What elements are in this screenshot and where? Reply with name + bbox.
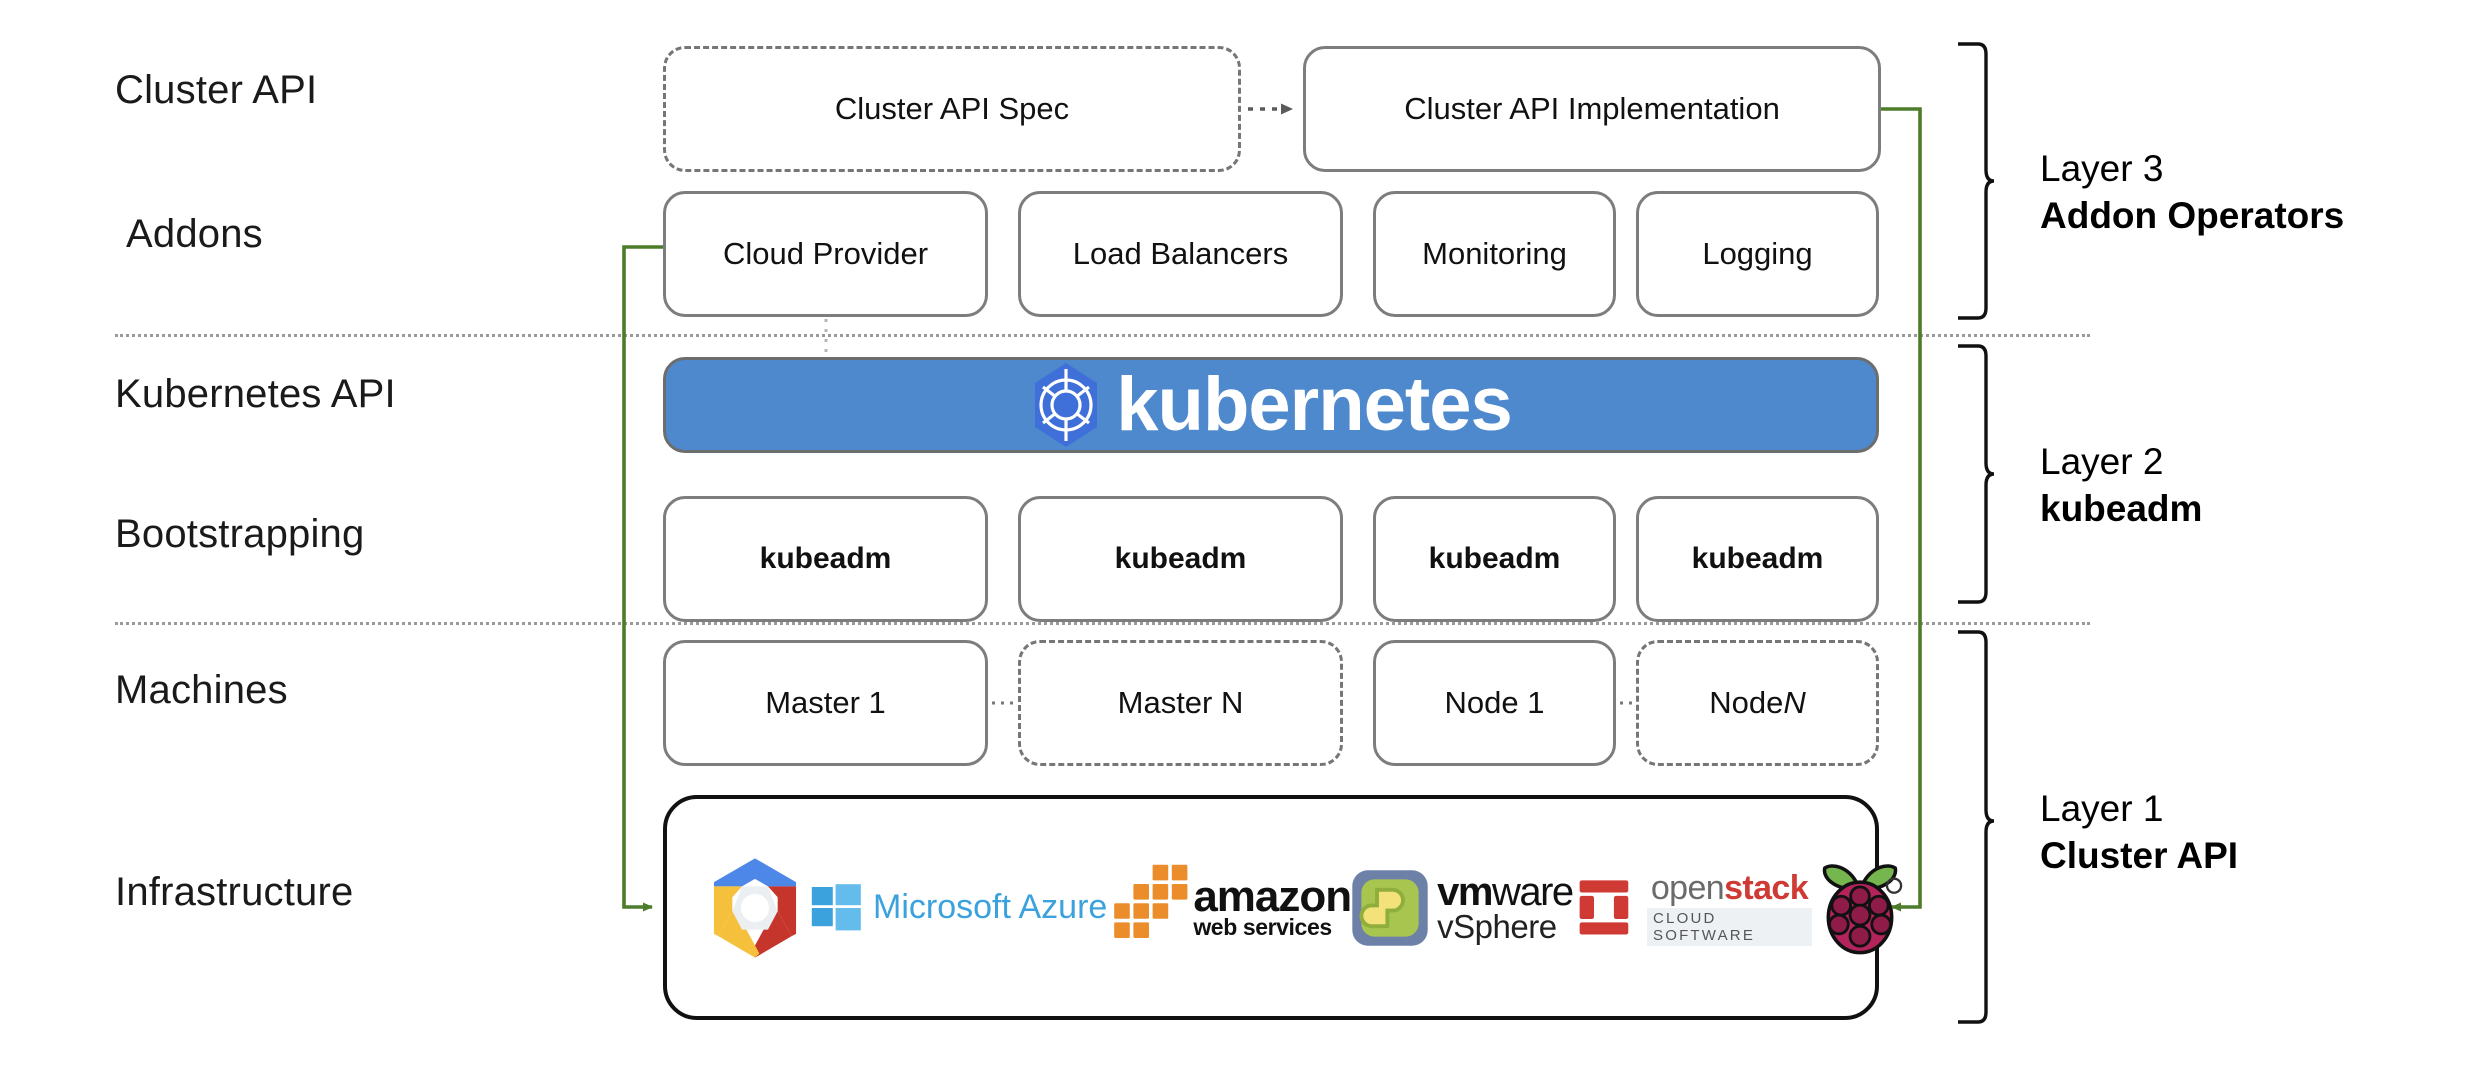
kubernetes-banner[interactable]: kubernetes [663,357,1879,453]
openstack-open-label: open [1650,869,1725,907]
layer-label-1: Layer 1 Cluster API [2040,785,2238,880]
node-machine-node-1[interactable]: Node 1 [1373,640,1616,766]
node-kubeadm-2[interactable]: kubeadm [1018,496,1343,622]
kubernetes-wordmark: kubernetes [1116,362,1512,447]
openstack-logo: openstack CLOUD SOFTWARE [1573,869,1812,946]
row-label-bootstrapping: Bootstrapping [115,512,365,556]
node-machine-master-1[interactable]: Master 1 [663,640,988,766]
node-machine-node-n-label: Node [1709,685,1784,720]
microsoft-azure-label: Microsoft Azure [873,888,1108,926]
divider-layer3-layer2 [115,334,2090,337]
vmware-vsphere-logo: vmware vSphere [1351,869,1574,947]
vmware-ware-label: ware [1491,869,1574,914]
infrastructure-box[interactable]: Microsoft Azure amazon [663,795,1903,1020]
vmware-vm-label: vm [1437,869,1493,914]
layer-2-line-2: kubeadm [2040,488,2203,530]
row-label-cluster-api: Cluster API [115,68,318,112]
row-label-kubernetes-api: Kubernetes API [115,372,396,416]
node-machine-node-n-suffix: N [1783,685,1806,720]
node-kubeadm-1[interactable]: kubeadm [663,496,988,622]
node-addon-load-balancers[interactable]: Load Balancers [1018,191,1343,317]
node-cluster-api-spec[interactable]: Cluster API Spec [663,46,1241,172]
vmware-vsphere-label: vSphere [1437,907,1557,945]
layer-1-line-1: Layer 1 [2040,788,2164,829]
node-addon-cloud-provider[interactable]: Cloud Provider [663,191,988,317]
row-label-infrastructure: Infrastructure [115,870,354,914]
layer-3-line-1: Layer 3 [2040,148,2164,189]
node-kubeadm-3[interactable]: kubeadm [1373,496,1616,622]
row-label-machines: Machines [115,668,288,712]
row-label-addons: Addons [126,212,263,256]
kubernetes-helm-wheel-icon [1030,362,1102,448]
node-machine-master-n[interactable]: Master N [1018,640,1343,766]
layer-1-line-2: Cluster API [2040,835,2239,877]
google-cloud-logo [701,854,809,962]
raspberry-pi-logo [1812,854,1908,962]
openstack-stack-label: stack [1724,869,1809,907]
aws-webservices-label: web services [1193,914,1332,941]
node-cluster-api-implementation[interactable]: Cluster API Implementation [1303,46,1881,172]
openstack-tagline: CLOUD SOFTWARE [1647,908,1812,946]
amazon-web-services-logo: amazon web services [1107,860,1352,956]
connector-cloud-provider-to-infrastructure [622,245,663,912]
layer-2-line-1: Layer 2 [2040,441,2164,482]
connector-implementation-to-infrastructure [1881,107,1922,912]
layer-label-3: Layer 3 Addon Operators [2040,145,2344,240]
microsoft-azure-logo: Microsoft Azure [809,880,1107,936]
brace-layer-1 [1958,630,1995,1024]
layer-3-line-2: Addon Operators [2040,195,2345,237]
node-kubeadm-4[interactable]: kubeadm [1636,496,1879,622]
layer-label-2: Layer 2 kubeadm [2040,438,2202,533]
aws-amazon-label: amazon [1193,871,1352,921]
divider-layer2-layer1 [115,622,2090,625]
node-addon-logging[interactable]: Logging [1636,191,1879,317]
brace-layer-2 [1958,344,1995,604]
brace-layer-3 [1958,42,1995,320]
node-machine-node-n[interactable]: Node N [1636,640,1879,766]
node-addon-monitoring[interactable]: Monitoring [1373,191,1616,317]
